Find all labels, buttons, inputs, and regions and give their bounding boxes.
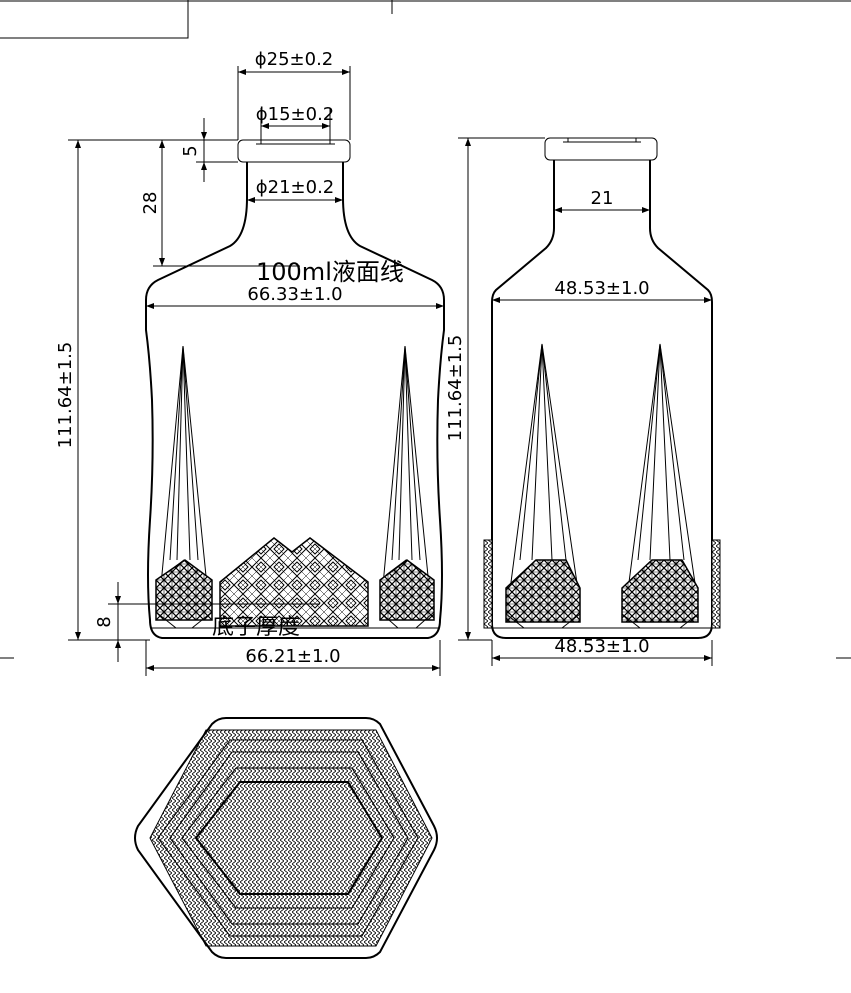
side-dimensions bbox=[458, 137, 713, 666]
front-right-spike bbox=[379, 345, 435, 629]
dim-total-height-front: 111.64±1.5 bbox=[55, 342, 76, 449]
dim-base-thickness: 8 bbox=[94, 616, 115, 627]
dim-side-neck: 21 bbox=[591, 188, 614, 209]
dim-neck-height: 28 bbox=[140, 192, 161, 215]
side-right-texture bbox=[711, 539, 721, 629]
title-block-fragment bbox=[0, 0, 851, 659]
front-bottle-outline bbox=[145, 162, 445, 639]
dim-total-height-side: 111.64±1.5 bbox=[445, 335, 466, 442]
note-base-thickness: 底子厚度 bbox=[212, 615, 300, 640]
top-hex-ring-3 bbox=[181, 767, 395, 909]
side-bottle-outline bbox=[491, 160, 713, 639]
dim-lip-height: 5 bbox=[180, 145, 201, 156]
dim-top-outer-dia: ϕ25±0.2 bbox=[255, 49, 334, 70]
front-left-spike bbox=[155, 345, 213, 629]
top-hex-outer-texture bbox=[149, 729, 433, 947]
dim-top-inner-dia: ϕ15±0.2 bbox=[256, 104, 335, 125]
front-view bbox=[145, 139, 445, 639]
front-center-lattice bbox=[219, 537, 369, 627]
side-left-texture bbox=[483, 539, 493, 629]
top-hex-outer bbox=[134, 717, 438, 959]
top-hex-ring-2 bbox=[169, 751, 409, 925]
top-hex-inner bbox=[194, 781, 384, 895]
dim-body-width-top: 66.33±1.0 bbox=[247, 284, 342, 305]
dim-side-width-bottom: 48.53±1.0 bbox=[554, 636, 649, 657]
dim-body-width-bottom: 66.21±1.0 bbox=[245, 646, 340, 667]
side-left-spike bbox=[505, 343, 581, 629]
side-right-spike bbox=[621, 343, 699, 629]
dim-side-width-top: 48.53±1.0 bbox=[554, 278, 649, 299]
note-liquid-level: 100ml液面线 bbox=[256, 258, 404, 286]
front-dimensions bbox=[68, 66, 444, 676]
side-lip bbox=[544, 137, 658, 161]
top-hex-ring-1 bbox=[157, 739, 419, 937]
dim-neck-dia: ϕ21±0.2 bbox=[256, 177, 335, 198]
front-lip bbox=[237, 139, 351, 163]
side-view bbox=[483, 137, 721, 639]
top-view bbox=[134, 717, 438, 959]
